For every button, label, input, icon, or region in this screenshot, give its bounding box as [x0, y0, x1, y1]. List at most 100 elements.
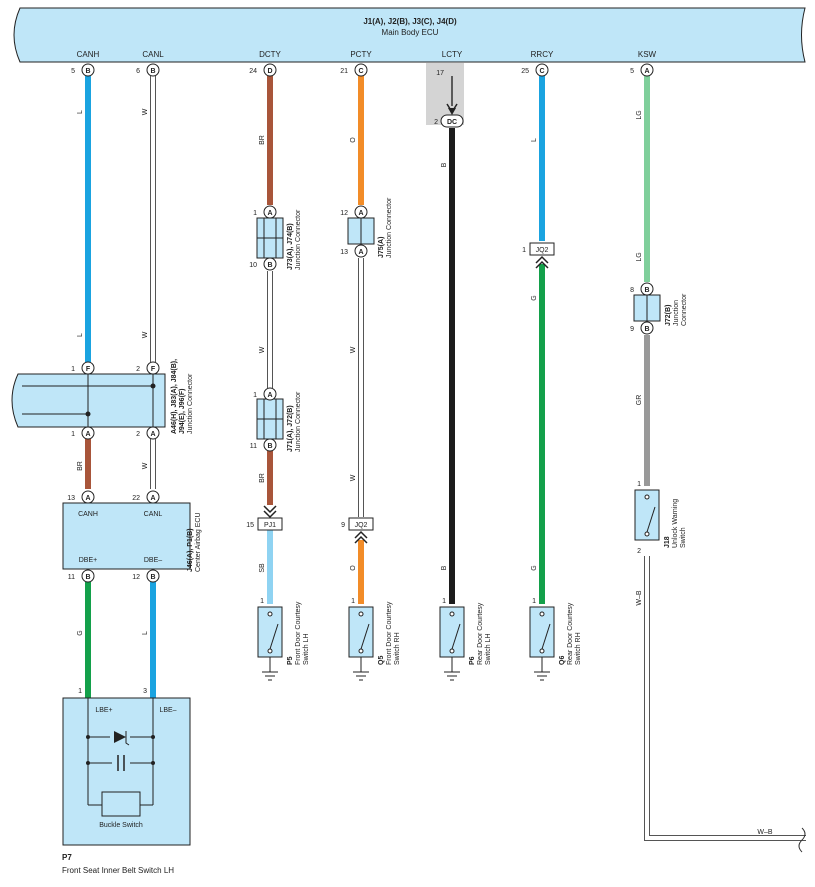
svg-text:1: 1 — [253, 392, 257, 399]
svg-text:Q6: Q6 — [559, 656, 566, 665]
svg-text:1: 1 — [71, 366, 75, 373]
wire-ksw-wb — [645, 556, 806, 840]
switch-q5: 1 Q5 Front Door Courtesy Switch RH — [348, 598, 401, 681]
junction-connector-j73: 1 A 10 B J73(A), J74(B) Junction Connect… — [249, 205, 302, 271]
lcty-dc-connector: DC 2 — [434, 103, 464, 128]
svg-text:B: B — [150, 574, 155, 581]
terminal-lcty: LCTY — [442, 50, 463, 59]
svg-text:O: O — [350, 137, 357, 143]
main-body-ecu: J1(A), J2(B), J3(C), J4(D) Main Body ECU — [13, 7, 806, 63]
svg-text:L: L — [531, 138, 538, 142]
svg-text:J46(A), P1(B): J46(A), P1(B) — [187, 528, 194, 572]
svg-text:B: B — [85, 574, 90, 581]
svg-text:B: B — [441, 565, 448, 570]
svg-text:2: 2 — [637, 548, 641, 555]
switch-contact-icon — [360, 623, 370, 650]
svg-text:Switch: Switch — [680, 527, 687, 548]
svg-text:17: 17 — [436, 70, 444, 77]
svg-text:J75(A): J75(A) — [378, 237, 385, 258]
svg-text:Junction Connector: Junction Connector — [295, 391, 302, 452]
svg-text:9: 9 — [630, 326, 634, 333]
svg-text:SB: SB — [259, 563, 266, 573]
svg-text:A: A — [644, 68, 649, 75]
svg-text:DBE–: DBE– — [144, 557, 162, 564]
zener-diode-icon — [114, 731, 126, 743]
svg-text:1: 1 — [71, 431, 75, 438]
svg-text:A: A — [85, 431, 90, 438]
switch-p5: 1 P5 Front Door Courtesy Switch LH — [257, 598, 310, 681]
svg-text:Center Airbag ECU: Center Airbag ECU — [195, 512, 202, 572]
svg-text:J72(B): J72(B) — [665, 305, 672, 326]
terminal-canl: CANL — [142, 50, 164, 59]
junction-connector-j71: 1 A 11 B J71(A), J72(B) Junction Connect… — [250, 387, 302, 452]
svg-text:CANL: CANL — [144, 511, 163, 518]
svg-text:22: 22 — [132, 495, 140, 502]
junction-connector-j75: 12 A 13 A J75(A) Junction Connector — [340, 197, 393, 258]
terminal-pcty: PCTY — [350, 50, 372, 59]
svg-text:Junction Connector: Junction Connector — [187, 373, 194, 434]
svg-text:25: 25 — [521, 68, 529, 75]
svg-text:D: D — [267, 68, 272, 75]
svg-text:JQ2: JQ2 — [536, 247, 549, 254]
svg-text:L: L — [142, 631, 149, 635]
svg-text:1: 1 — [522, 247, 526, 254]
svg-text:Rear Door Courtesy: Rear Door Courtesy — [477, 602, 484, 665]
svg-text:Switch LH: Switch LH — [485, 633, 492, 665]
svg-text:J94(E), J96(F): J94(E), J96(F) — [179, 388, 186, 434]
svg-text:12: 12 — [132, 574, 140, 581]
svg-text:13: 13 — [67, 495, 75, 502]
svg-text:A46(H), J83(A), J84(B),: A46(H), J83(A), J84(B), — [171, 359, 178, 434]
svg-text:DC: DC — [447, 119, 457, 126]
svg-text:Junction Connector: Junction Connector — [295, 209, 302, 270]
svg-text:A: A — [85, 495, 90, 502]
svg-text:A: A — [150, 495, 155, 502]
svg-text:10: 10 — [249, 262, 257, 269]
svg-text:P5: P5 — [287, 656, 294, 665]
svg-text:LBE+: LBE+ — [95, 707, 112, 714]
svg-text:W: W — [350, 346, 357, 353]
svg-text:Front Door Courtesy: Front Door Courtesy — [295, 601, 302, 665]
svg-text:W: W — [350, 474, 357, 481]
svg-text:J71(A), J72(B): J71(A), J72(B) — [287, 405, 294, 452]
terminal-ksw: KSW — [638, 50, 657, 59]
svg-text:B: B — [267, 443, 272, 450]
ecu-title: J1(A), J2(B), J3(C), J4(D) — [363, 17, 457, 26]
svg-text:F: F — [151, 366, 156, 373]
svg-text:Unlock Warning: Unlock Warning — [672, 499, 679, 548]
svg-text:Buckle Switch: Buckle Switch — [99, 822, 143, 829]
svg-text:1: 1 — [442, 598, 446, 605]
resistor-icon — [101, 791, 141, 817]
switch-contact-icon — [646, 506, 656, 533]
svg-text:Switch LH: Switch LH — [303, 633, 310, 665]
svg-text:G: G — [531, 565, 538, 570]
buckle-switch-p7: 1 3 LBE+ LBE– Buckle Switch P7 Front Sea… — [62, 688, 191, 875]
svg-text:Front Door Courtesy: Front Door Courtesy — [386, 601, 393, 665]
svg-text:8: 8 — [630, 287, 634, 294]
svg-text:B: B — [267, 262, 272, 269]
junction-connector-j72: 8 B 9 B J72(B) Junction Connector — [630, 282, 688, 335]
switch-contact-icon — [269, 623, 279, 650]
svg-text:BR: BR — [77, 461, 84, 471]
svg-text:C: C — [358, 68, 363, 75]
svg-text:GR: GR — [636, 395, 643, 406]
svg-text:B: B — [441, 162, 448, 167]
svg-text:5: 5 — [71, 68, 75, 75]
svg-text:G: G — [77, 630, 84, 635]
svg-text:L: L — [77, 110, 84, 114]
svg-text:W–B: W–B — [636, 590, 643, 606]
svg-text:Front Seat Inner Belt Switch L: Front Seat Inner Belt Switch LH — [62, 866, 174, 875]
svg-text:1: 1 — [260, 598, 264, 605]
svg-text:B: B — [644, 287, 649, 294]
wires — [85, 76, 806, 853]
svg-text:C: C — [539, 68, 544, 75]
terminal-canh: CANH — [77, 50, 100, 59]
svg-text:LG: LG — [636, 110, 643, 119]
svg-text:1: 1 — [532, 598, 536, 605]
svg-text:2: 2 — [136, 431, 140, 438]
svg-text:1: 1 — [253, 210, 257, 217]
svg-text:CANH: CANH — [78, 511, 98, 518]
svg-text:Rear Door Courtesy: Rear Door Courtesy — [567, 602, 574, 665]
svg-text:13: 13 — [340, 249, 348, 256]
svg-text:O: O — [350, 565, 357, 571]
